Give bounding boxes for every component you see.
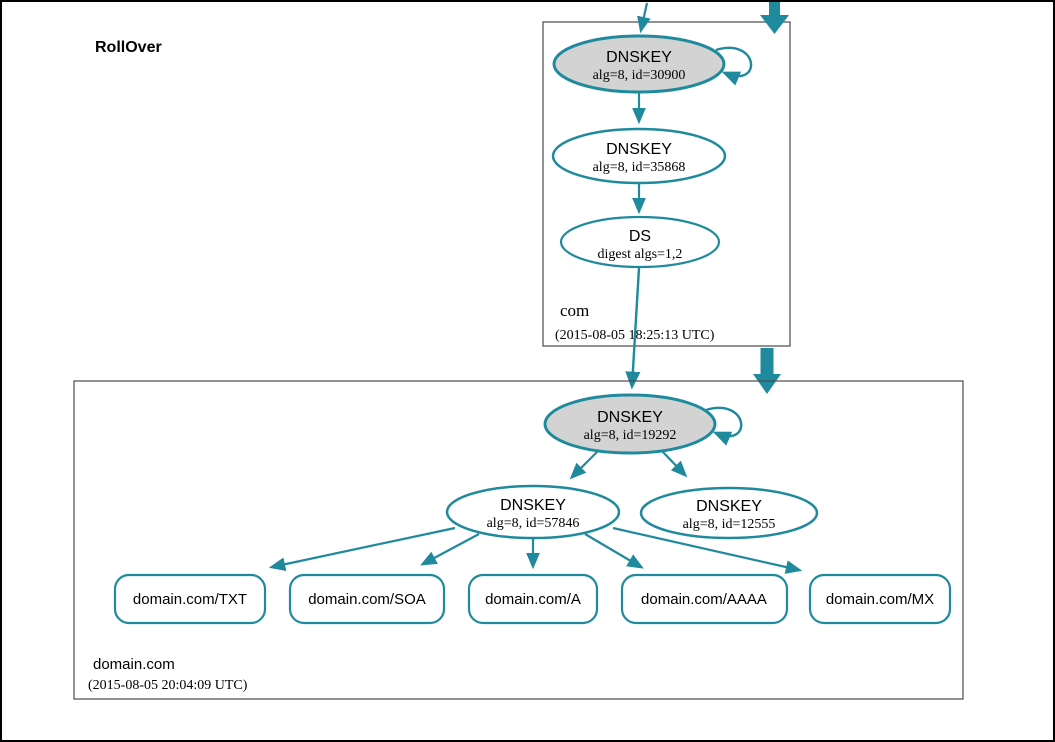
rrset-node-mx: domain.com/MX bbox=[808, 573, 952, 625]
node-com-dnskey-30900: DNSKEY alg=8, id=30900 bbox=[552, 34, 726, 94]
edge-domain-ksk-to-zsk-12555 bbox=[660, 449, 688, 478]
node-ellipse bbox=[559, 215, 721, 269]
node-label: DS bbox=[629, 228, 651, 245]
node-sublabel: digest algs=1,2 bbox=[598, 247, 683, 262]
edge-domain-ksk-to-zsk-57846 bbox=[569, 449, 600, 480]
node-sublabel: alg=8, id=30900 bbox=[593, 68, 686, 83]
delegation-thick-arrow-mid bbox=[753, 348, 781, 394]
node-ellipse bbox=[639, 486, 819, 540]
node-sublabel: alg=8, id=35868 bbox=[593, 160, 686, 175]
edge-zsk-to-txt bbox=[268, 526, 456, 572]
edge-zsk-to-soa bbox=[420, 533, 480, 566]
rrset-label: domain.com/A bbox=[485, 591, 581, 608]
rrset-rect bbox=[113, 573, 267, 625]
node-ellipse bbox=[551, 127, 727, 185]
rrset-label: domain.com/MX bbox=[826, 591, 934, 608]
edge-zsk-to-aaaa bbox=[584, 533, 644, 569]
page-title: RollOver bbox=[95, 39, 162, 56]
edge-com-ds-to-domain-ksk bbox=[625, 267, 641, 390]
node-sublabel: alg=8, id=19292 bbox=[584, 428, 677, 443]
rrset-rect bbox=[808, 573, 952, 625]
self-sign-loop-domain-ksk bbox=[705, 406, 743, 446]
zone-name-domain-com: domain.com bbox=[93, 656, 175, 673]
node-sublabel: alg=8, id=12555 bbox=[683, 517, 776, 532]
rrset-rect bbox=[288, 573, 446, 625]
node-sublabel: alg=8, id=57846 bbox=[487, 516, 580, 531]
delegation-thick-arrow-top bbox=[760, 2, 789, 34]
edge-parent-to-com-ksk bbox=[637, 2, 651, 34]
rrset-label: domain.com/AAAA bbox=[641, 591, 767, 608]
node-label: DNSKEY bbox=[696, 498, 762, 515]
zone-name-com: com bbox=[560, 301, 589, 320]
node-ellipse bbox=[445, 484, 621, 540]
node-label: DNSKEY bbox=[606, 49, 672, 66]
node-ellipse bbox=[543, 393, 717, 455]
node-domain-dnskey-57846: DNSKEY alg=8, id=57846 bbox=[445, 484, 621, 540]
rrset-rect bbox=[620, 573, 789, 625]
node-com-dnskey-35868: DNSKEY alg=8, id=35868 bbox=[551, 127, 727, 185]
node-domain-dnskey-12555: DNSKEY alg=8, id=12555 bbox=[639, 486, 819, 540]
rrset-label: domain.com/TXT bbox=[133, 591, 247, 608]
node-label: DNSKEY bbox=[606, 141, 672, 158]
node-label: DNSKEY bbox=[597, 409, 663, 426]
node-label: DNSKEY bbox=[500, 497, 566, 514]
node-com-ds: DS digest algs=1,2 bbox=[559, 215, 721, 269]
rrset-node-soa: domain.com/SOA bbox=[288, 573, 446, 625]
self-sign-loop-com-ksk bbox=[715, 46, 753, 86]
node-domain-dnskey-19292: DNSKEY alg=8, id=19292 bbox=[543, 393, 717, 455]
rrset-node-a: domain.com/A bbox=[467, 573, 599, 625]
rrset-node-aaaa: domain.com/AAAA bbox=[620, 573, 789, 625]
zone-timestamp-domain-com: (2015-08-05 20:04:09 UTC) bbox=[88, 678, 248, 693]
rrset-node-txt: domain.com/TXT bbox=[113, 573, 267, 625]
zone-box-domain-com bbox=[73, 380, 964, 700]
rrset-label: domain.com/SOA bbox=[308, 591, 426, 608]
edge-zsk-to-mx bbox=[612, 526, 803, 574]
rrset-rect bbox=[467, 573, 599, 625]
zone-box-com bbox=[542, 21, 791, 347]
node-ellipse bbox=[552, 34, 726, 94]
